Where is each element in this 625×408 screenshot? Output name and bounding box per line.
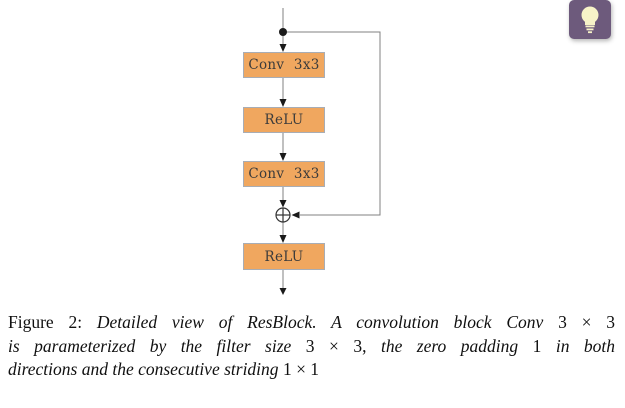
lightbulb-icon xyxy=(581,6,599,34)
figure-label: Figure 2: xyxy=(8,312,83,332)
figure-caption: Figure 2: Detailed view of ResBlock. A c… xyxy=(8,311,615,382)
caption-line-2: is parameterized by the filter size 3 × … xyxy=(8,335,616,356)
hint-button[interactable] xyxy=(569,0,611,39)
block-conv2: Conv 3x3 xyxy=(243,161,325,187)
block-relu2: ReLU xyxy=(243,243,325,270)
block-relu1: ReLU xyxy=(243,107,325,133)
caption-line-1: Figure 2: Detailed view of ResBlock. A c… xyxy=(8,312,615,332)
add-junction-icon xyxy=(275,207,291,223)
caption-line-3: directions and the consecutive striding … xyxy=(8,359,320,379)
block-conv1: Conv 3x3 xyxy=(243,52,325,78)
branch-dot-icon xyxy=(279,28,287,36)
